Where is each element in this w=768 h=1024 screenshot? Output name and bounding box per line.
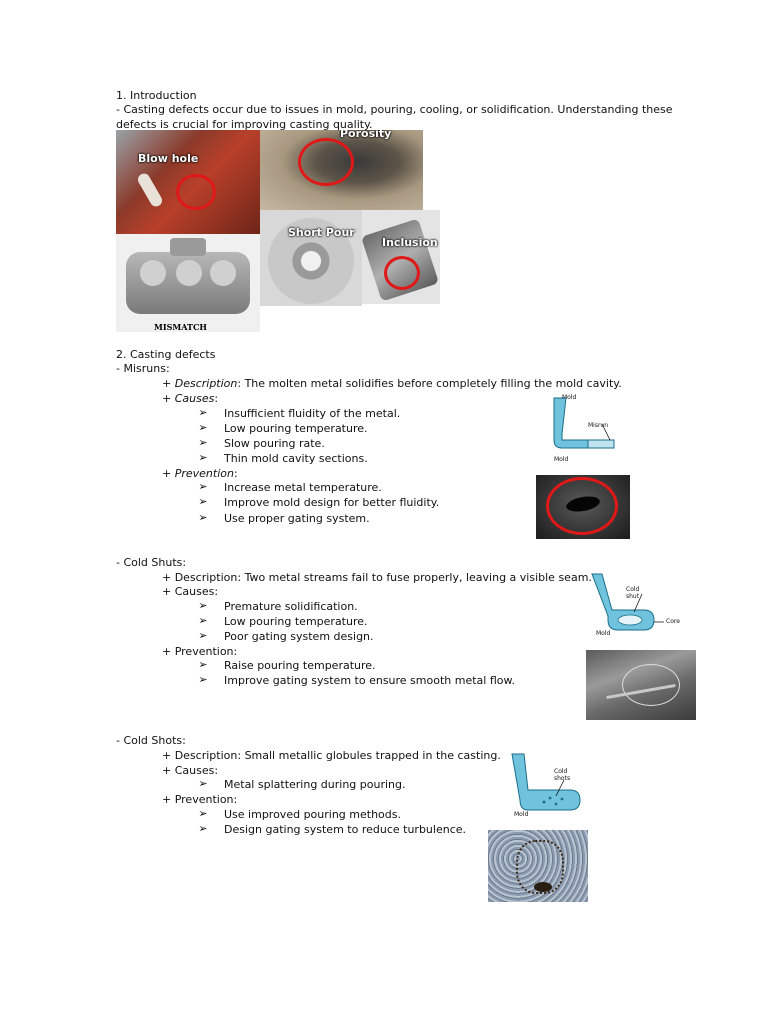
cold-shots-cause-1: Metal splattering during pouring. — [224, 778, 406, 791]
porosity-label: Porosity — [340, 130, 392, 140]
intro-heading: 1. Introduction — [116, 89, 197, 102]
bullet-icon: ➢ — [198, 822, 208, 835]
cold-shot-shots-label: shots — [554, 775, 571, 782]
cold-shots-causes-label: + Causes: — [162, 764, 219, 777]
cold-shots-description: + Description: Small metallic globules t… — [162, 749, 501, 762]
misrun-diagram: Mold Misrun Mold — [540, 394, 630, 466]
cold-shut-core-label: Core — [666, 618, 680, 625]
bullet-icon: ➢ — [198, 599, 208, 612]
cold-shuts-prevention-label: + Prevention: — [162, 645, 238, 658]
cold-shots-title: - Cold Shots: — [116, 734, 186, 747]
bullet-icon: ➢ — [198, 614, 208, 627]
cold-shuts-prevention-1: Raise pouring temperature. — [224, 659, 376, 672]
short-pour-photo: Short Pour — [260, 210, 362, 306]
blow-hole-photo: Blow hole — [116, 130, 260, 234]
bullet-icon: ➢ — [198, 629, 208, 642]
misruns-description: + Description: The molten metal solidifi… — [162, 377, 622, 390]
cold-shut-cold-label: Cold — [626, 586, 640, 593]
cold-shots-prevention-1: Use improved pouring methods. — [224, 808, 401, 821]
cold-shuts-cause-2: Low pouring temperature. — [224, 615, 368, 628]
cold-shot-photo — [488, 830, 588, 902]
cold-shot-mold-label: Mold — [514, 811, 529, 818]
cold-shut-photo — [586, 650, 696, 720]
misruns-prevention-3: Use proper gating system. — [224, 512, 370, 525]
misruns-title: - Misruns: — [116, 362, 170, 375]
intro-text-line2: defects is crucial for improving casting… — [116, 118, 373, 131]
misrun-misrun-label: Misrun — [588, 422, 609, 429]
misrun-mold-top-label: Mold — [562, 394, 577, 401]
misruns-cause-2: Low pouring temperature. — [224, 422, 368, 435]
cold-shut-shut-label: shut — [626, 593, 640, 600]
bullet-icon: ➢ — [198, 658, 208, 671]
defects-collage: Blow hole Porosity MISMATCH Short Pour I… — [116, 130, 440, 332]
blow-hole-label: Blow hole — [138, 152, 199, 165]
bullet-icon: ➢ — [198, 495, 208, 508]
cold-shots-prevention-2: Design gating system to reduce turbulenc… — [224, 823, 467, 836]
misruns-description-label: Description — [174, 377, 238, 390]
bullet-icon: ➢ — [198, 777, 208, 790]
misruns-cause-3: Slow pouring rate. — [224, 437, 325, 450]
cold-shut-diagram: Cold shut Core Mold — [588, 572, 684, 642]
cold-shuts-cause-1: Premature solidification. — [224, 600, 358, 613]
misrun-photo — [536, 475, 630, 539]
cold-shot-cold-label: Cold — [554, 768, 568, 775]
misruns-cause-1: Insufficient fluidity of the metal. — [224, 407, 401, 420]
mismatch-photo: MISMATCH — [116, 234, 260, 332]
bullet-icon: ➢ — [198, 673, 208, 686]
cold-shuts-causes-label: + Causes: — [162, 585, 219, 598]
intro-text-line1: - Casting defects occur due to issues in… — [116, 103, 673, 116]
misruns-prevention-1: Increase metal temperature. — [224, 481, 382, 494]
misruns-prevention-label: + Prevention: — [162, 467, 238, 480]
bullet-icon: ➢ — [198, 421, 208, 434]
defects-heading: 2. Casting defects — [116, 348, 216, 361]
cold-shuts-cause-3: Poor gating system design. — [224, 630, 374, 643]
cold-shut-mold-label: Mold — [596, 630, 611, 637]
short-pour-label: Short Pour — [288, 226, 355, 239]
misruns-prevention-2: Improve mold design for better fluidity. — [224, 496, 440, 509]
cold-shot-diagram: Cold shots Mold — [508, 752, 588, 822]
cold-shuts-title: - Cold Shuts: — [116, 556, 187, 569]
misruns-causes-label: + Causes: — [162, 392, 219, 405]
cold-shuts-prevention-2: Improve gating system to ensure smooth m… — [224, 674, 515, 687]
cold-shots-prevention-label: + Prevention: — [162, 793, 238, 806]
porosity-photo: Porosity — [260, 130, 423, 210]
bullet-icon: ➢ — [198, 807, 208, 820]
bullet-icon: ➢ — [198, 406, 208, 419]
inclusion-label: Inclusion — [382, 236, 438, 249]
bullet-icon: ➢ — [198, 451, 208, 464]
bullet-icon: ➢ — [198, 436, 208, 449]
misruns-description-text: : The molten metal solidifies before com… — [237, 377, 622, 390]
inclusion-photo: Inclusion — [362, 210, 440, 304]
mismatch-label: MISMATCH — [154, 322, 207, 332]
misrun-mold-bottom-label: Mold — [554, 456, 569, 463]
cold-shuts-description: + Description: Two metal streams fail to… — [162, 571, 592, 584]
bullet-icon: ➢ — [198, 511, 208, 524]
bullet-icon: ➢ — [198, 480, 208, 493]
misruns-cause-4: Thin mold cavity sections. — [224, 452, 368, 465]
